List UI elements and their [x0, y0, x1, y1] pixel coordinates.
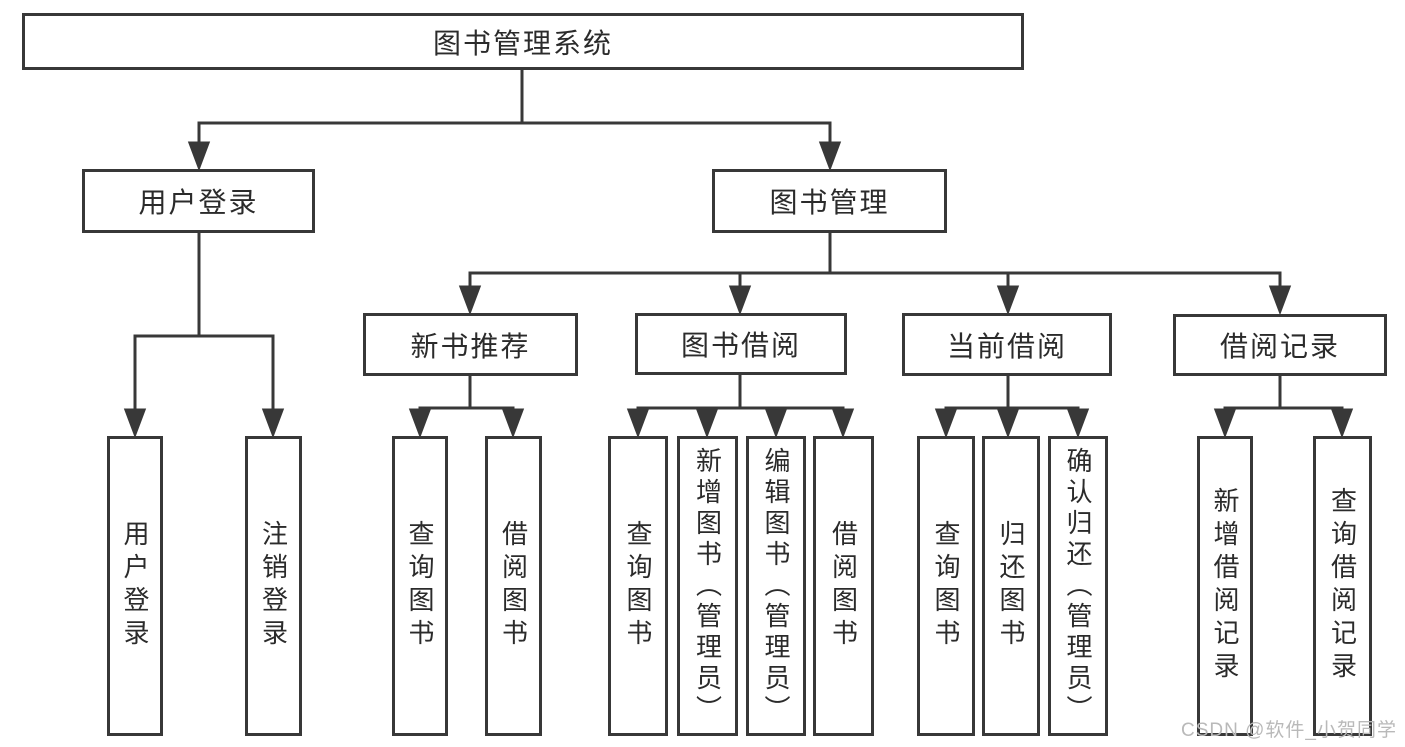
- arrow-into-current-borrow-node: [996, 273, 1020, 316]
- arrow-into-leaf-logout: [261, 336, 285, 439]
- arrow-into-leaf-bb-borrow: [831, 408, 855, 439]
- leaf-user-login: 用户登录: [107, 436, 163, 736]
- leaf-newbook-borrow-books: 借阅图书: [485, 436, 542, 736]
- leaf-newbook-borrow-books-label: 借阅图书: [498, 520, 529, 652]
- connector-book-mgmt-to-level3: [468, 233, 1282, 275]
- arrow-into-borrow-records-node: [1268, 273, 1292, 316]
- leaf-user-login-label: 用户登录: [120, 520, 150, 652]
- leaf-return-books: 归还图书: [982, 436, 1040, 736]
- leaf-edit-books-admin-label: 编辑图书（管理员）: [761, 446, 791, 726]
- arrow-into-leaf-bb-edit: [764, 408, 788, 439]
- leaf-current-query-books: 查询图书: [917, 436, 975, 736]
- leaf-current-query-books-label: 查询图书: [931, 520, 961, 652]
- leaf-newbook-query-books: 查询图书: [392, 436, 448, 736]
- leaf-return-books-label: 归还图书: [996, 520, 1026, 652]
- arrow-into-leaf-cb-return: [996, 408, 1020, 439]
- leaf-query-borrow-record-label: 查询借阅记录: [1327, 487, 1358, 685]
- connector-new-book-to-leaves: [418, 376, 515, 410]
- connector-book-borrow-to-leaves: [636, 375, 845, 410]
- leaf-logout-login: 注销登录: [245, 436, 302, 736]
- node-borrowing-records: 借阅记录: [1173, 314, 1387, 376]
- leaf-borrowing-borrow-books-label: 借阅图书: [828, 520, 859, 652]
- node-book-management: 图书管理: [712, 169, 947, 233]
- connector-root-to-level2: [197, 70, 832, 125]
- arrow-into-leaf-cb-confirm: [1066, 408, 1090, 439]
- node-new-book-recommend: 新书推荐: [363, 313, 578, 376]
- leaf-query-borrow-record: 查询借阅记录: [1313, 436, 1372, 736]
- arrow-into-leaf-nb-borrow: [501, 408, 525, 439]
- arrow-into-leaf-login: [123, 336, 147, 439]
- arrow-into-leaf-bb-add: [695, 408, 719, 439]
- leaf-confirm-return-admin: 确认归还（管理员）: [1048, 436, 1108, 736]
- leaf-add-borrow-record: 新增借阅记录: [1197, 436, 1253, 736]
- arrow-into-new-book-node: [458, 273, 482, 316]
- leaf-borrowing-query-books: 查询图书: [608, 436, 668, 736]
- leaf-add-books-admin-label: 新增图书（管理员）: [692, 446, 723, 726]
- arrow-into-leaf-br-add: [1213, 408, 1237, 439]
- node-library-system: 图书管理系统: [22, 13, 1024, 70]
- csdn-watermark: CSDN @软件_小贺同学: [1181, 720, 1397, 741]
- arrow-into-book-management-node: [818, 123, 842, 172]
- leaf-borrowing-borrow-books: 借阅图书: [813, 436, 874, 736]
- arrow-into-leaf-br-query: [1330, 408, 1354, 439]
- leaf-confirm-return-admin-label: 确认归还（管理员）: [1063, 446, 1093, 726]
- leaf-edit-books-admin: 编辑图书（管理员）: [746, 436, 806, 736]
- leaf-borrowing-query-books-label: 查询图书: [623, 520, 653, 652]
- leaf-add-books-admin: 新增图书（管理员）: [677, 436, 738, 736]
- arrow-into-leaf-bb-query: [626, 408, 650, 439]
- node-user-login: 用户登录: [82, 169, 315, 233]
- leaf-logout-login-label: 注销登录: [258, 520, 289, 652]
- arrow-into-user-login-node: [187, 123, 211, 172]
- leaf-newbook-query-books-label: 查询图书: [405, 520, 435, 652]
- connector-user-login-to-leaves: [133, 233, 275, 338]
- connector-current-borrow-to-leaves: [944, 376, 1080, 410]
- connector-borrow-records-to-leaves: [1223, 376, 1344, 410]
- node-current-borrowing: 当前借阅: [902, 313, 1112, 376]
- arrow-into-book-borrow-node: [728, 273, 752, 316]
- leaf-add-borrow-record-label: 新增借阅记录: [1210, 487, 1240, 685]
- node-book-borrowing: 图书借阅: [635, 313, 847, 375]
- arrow-into-leaf-cb-query: [934, 408, 958, 439]
- arrow-into-leaf-nb-query: [408, 408, 432, 439]
